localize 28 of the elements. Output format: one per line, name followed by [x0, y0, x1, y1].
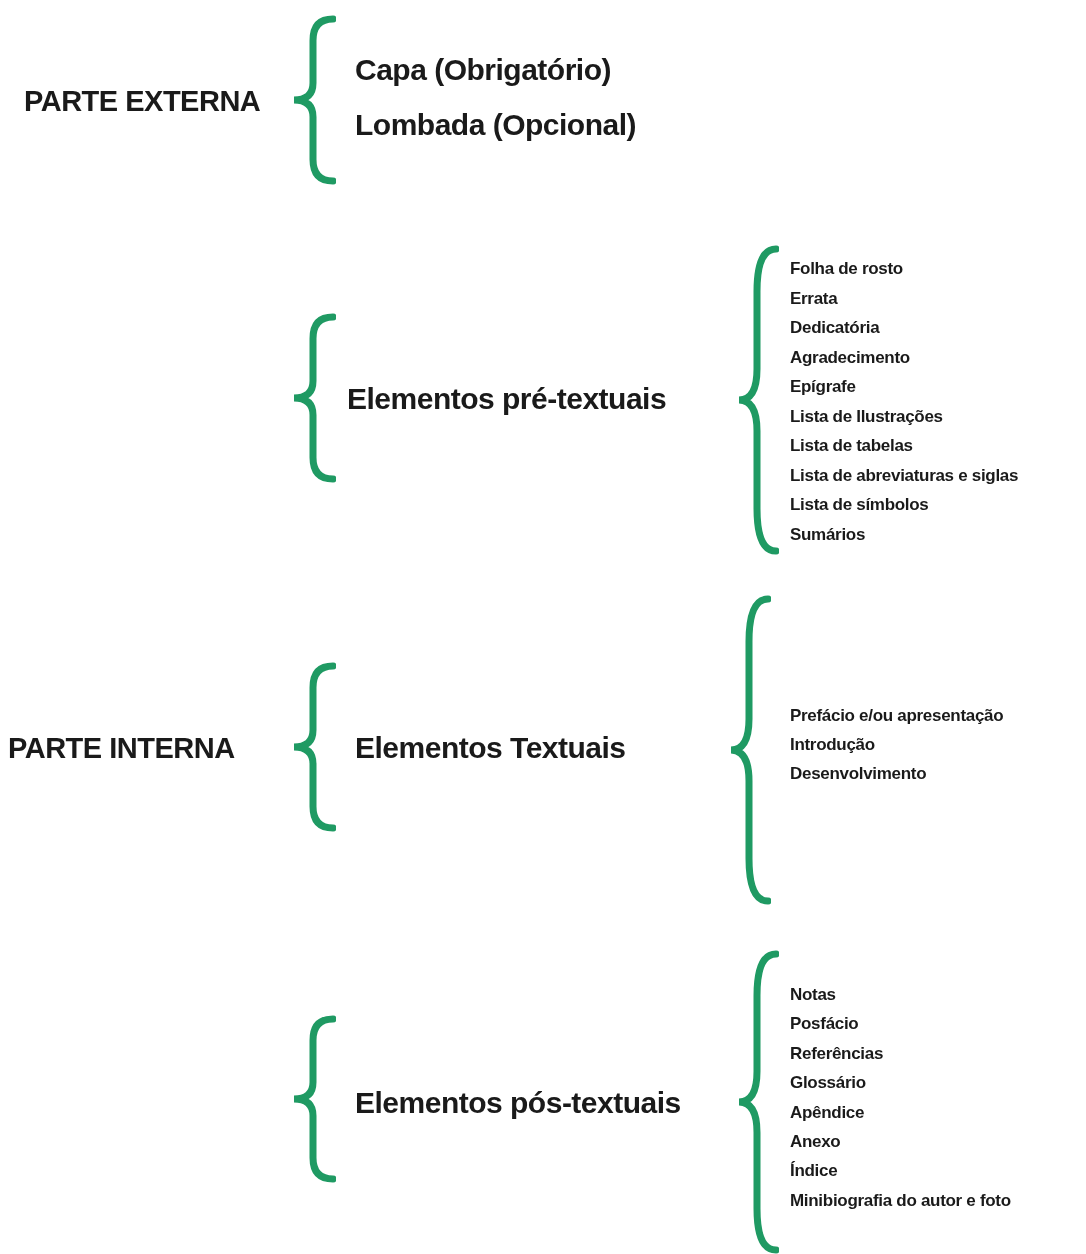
list-item: Referências: [790, 1044, 884, 1062]
list-item: Lista de tabelas: [790, 436, 913, 454]
section-heading: Elementos Textuais: [355, 733, 626, 763]
list-item: Posfácio: [790, 1014, 859, 1032]
section-heading: Elementos pós-textuais: [355, 1088, 681, 1118]
list-item: Desenvolvimento: [790, 764, 927, 782]
list-item: Errata: [790, 289, 838, 306]
list-item: Sumários: [790, 525, 866, 542]
list-item: Prefácio e/ou apresentação: [790, 706, 1004, 724]
list-item: Lista de abreviaturas e siglas: [790, 466, 1019, 483]
list-item: Notas: [790, 985, 836, 1003]
list-item: Apêndice: [790, 1103, 865, 1121]
part-heading: PARTE EXTERNA: [24, 86, 261, 116]
list-item: Anexo: [790, 1132, 841, 1150]
part-heading: PARTE INTERNA: [8, 733, 235, 763]
section-heading: Capa (Obrigatório): [355, 55, 611, 85]
list-item: Minibiografia do autor e foto: [790, 1191, 1011, 1209]
list-item: Lista de símbolos: [790, 495, 929, 513]
section-heading: Lombada (Opcional): [355, 110, 636, 140]
list-item: Introdução: [790, 735, 875, 753]
list-item: Lista de Ilustrações: [790, 407, 943, 424]
section-heading: Elementos pré-textuais: [347, 384, 667, 414]
list-item: Índice: [790, 1161, 838, 1179]
list-item: Dedicatória: [790, 318, 880, 336]
list-item: Folha de rosto: [790, 259, 903, 277]
list-item: Glossário: [790, 1073, 866, 1091]
list-item: Epígrafe: [790, 377, 856, 395]
list-item: Agradecimento: [790, 348, 910, 365]
